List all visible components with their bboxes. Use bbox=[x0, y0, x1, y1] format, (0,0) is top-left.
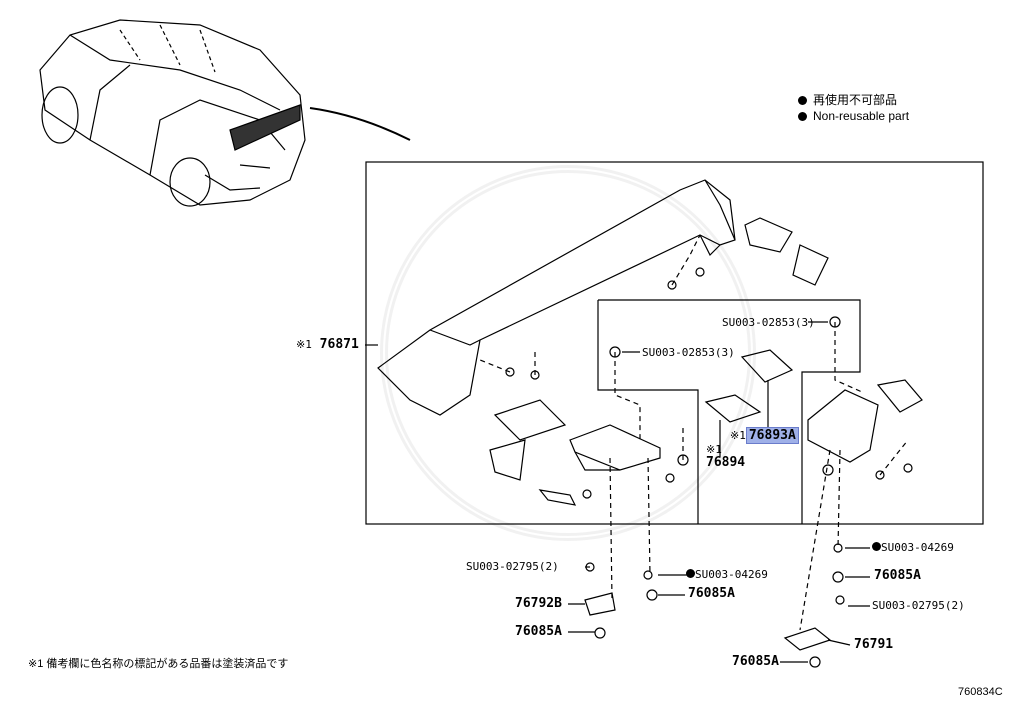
part-screw-mid[interactable]: SU003-02853(3) bbox=[642, 346, 735, 359]
part-76085a-right[interactable]: 76085A bbox=[874, 568, 921, 583]
assembly-lines bbox=[479, 234, 909, 631]
part-bolt-left[interactable]: SU003-02795(2) bbox=[466, 560, 559, 573]
part-number: SU003-04269 bbox=[881, 541, 954, 554]
non-reusable-icon bbox=[686, 569, 695, 578]
part-number: 76871 bbox=[319, 337, 359, 352]
part-nut-left[interactable]: SU003-04269 bbox=[686, 568, 768, 582]
legend: 再使用不可部品 Non-reusable part bbox=[798, 92, 909, 124]
part-76791[interactable]: 76791 bbox=[854, 637, 894, 652]
diagram-code: 760834C bbox=[958, 686, 1003, 698]
part-bolt-right[interactable]: SU003-02795(2) bbox=[872, 599, 965, 612]
legend-row-jp: 再使用不可部品 bbox=[798, 92, 909, 108]
part-76894-mark: ※1 bbox=[706, 443, 722, 456]
bullet-icon bbox=[798, 111, 807, 121]
legend-en: Non-reusable part bbox=[813, 109, 910, 123]
non-reusable-icon bbox=[872, 542, 881, 551]
footnote: ※1 備考欄に色名称の標記がある品番は塗装済品です bbox=[28, 658, 289, 670]
mark: ※1 bbox=[730, 429, 746, 442]
legend-jp: 再使用不可部品 bbox=[813, 93, 898, 107]
bullet-icon bbox=[798, 95, 807, 105]
part-76085a-bottom-right[interactable]: 76085A bbox=[732, 654, 779, 669]
part-number-highlight: 76893A bbox=[745, 427, 799, 444]
assembly-box bbox=[365, 161, 984, 525]
part-screw-top[interactable]: SU003-02853(3) bbox=[722, 316, 815, 329]
part-76894[interactable]: 76894 bbox=[706, 455, 746, 470]
spoiler-wing bbox=[377, 179, 736, 416]
part-76085a-left[interactable]: 76085A bbox=[515, 624, 562, 639]
part-nut-right[interactable]: SU003-04269 bbox=[872, 541, 954, 555]
car-illustration bbox=[39, 19, 411, 207]
part-76871[interactable]: ※1 76871 bbox=[296, 338, 359, 352]
legend-row-en: Non-reusable part bbox=[798, 108, 909, 124]
part-number: SU003-04269 bbox=[695, 568, 768, 581]
mark: ※1 bbox=[296, 338, 312, 351]
part-76792b[interactable]: 76792B bbox=[515, 596, 562, 611]
watermark-crest bbox=[380, 165, 756, 541]
part-76085a-middle[interactable]: 76085A bbox=[688, 586, 735, 601]
